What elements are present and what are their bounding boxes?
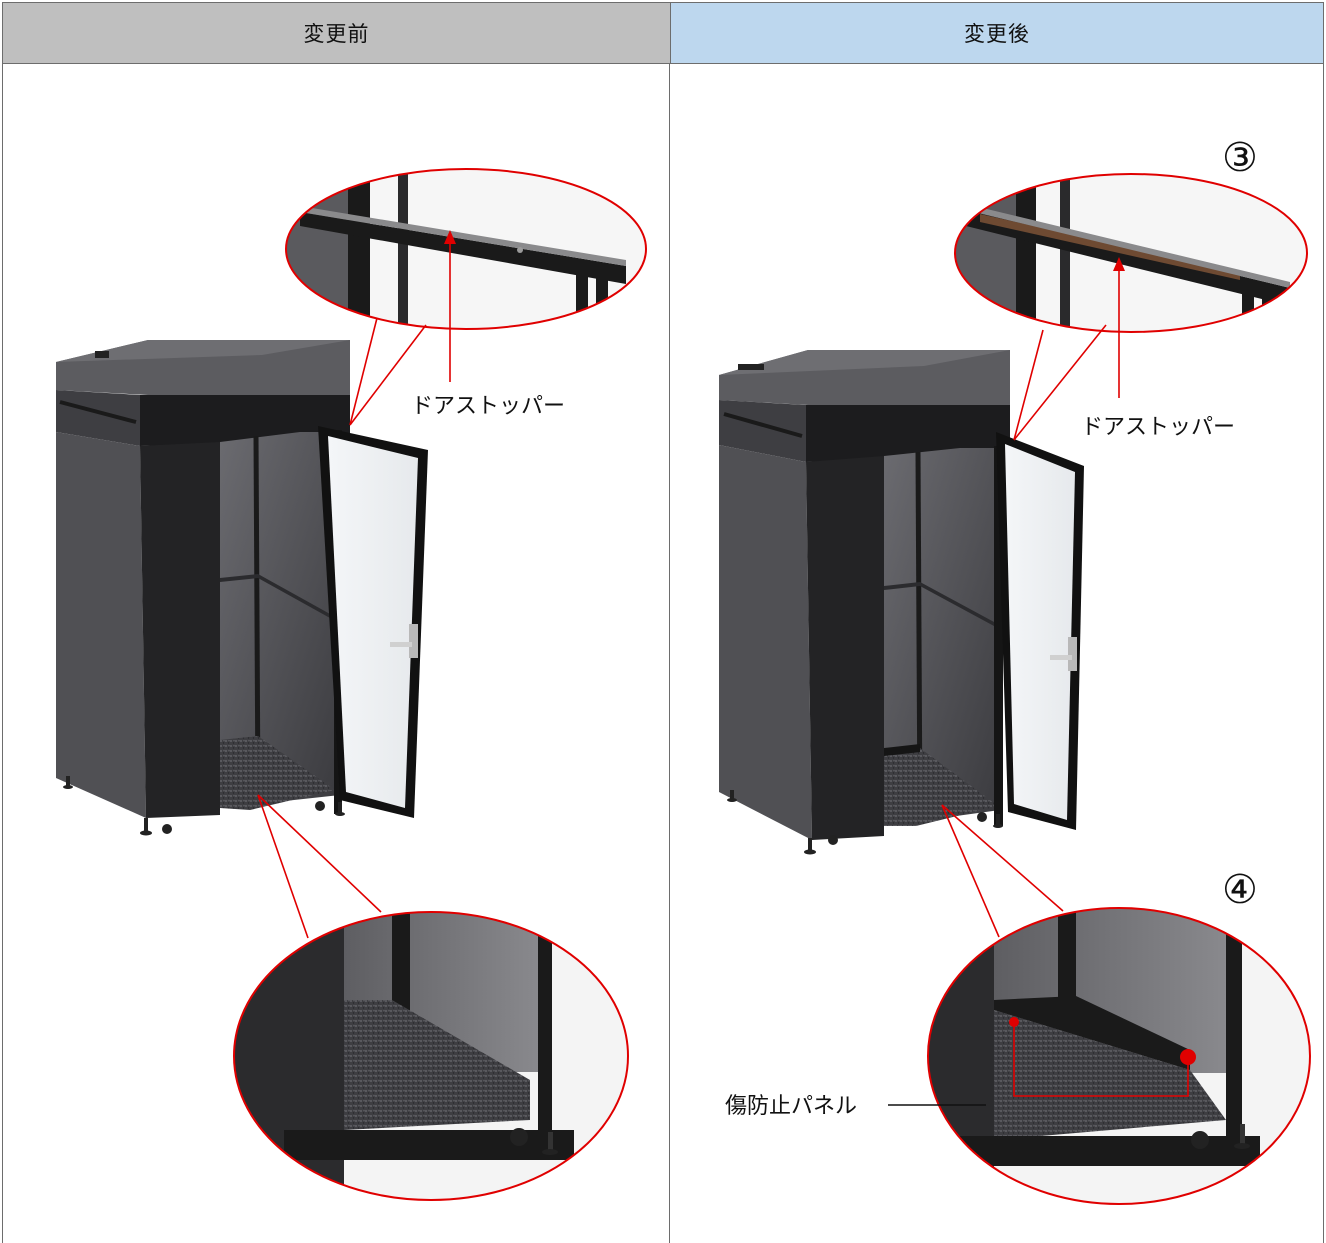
header-before: 変更前 bbox=[2, 2, 670, 64]
zoom-bottom-before bbox=[233, 911, 629, 1201]
marker-dot-left bbox=[1009, 1017, 1019, 1027]
cell-after bbox=[670, 64, 1324, 1243]
header-after: 変更後 bbox=[670, 2, 1324, 64]
protect-panel-label: 傷防止パネル bbox=[725, 1094, 857, 1119]
booth-after bbox=[719, 350, 1084, 855]
marker-dot-right bbox=[1180, 1049, 1196, 1065]
arrow-head-before bbox=[444, 230, 456, 244]
zoom-bottom-after bbox=[927, 907, 1311, 1205]
booth-before bbox=[56, 340, 428, 836]
arrow-head-after bbox=[1113, 257, 1125, 271]
callout-lines-before bbox=[257, 241, 451, 939]
door-stopper-label-after: ドアストッパー bbox=[1081, 415, 1235, 440]
marker-number-4: ④ bbox=[1222, 867, 1258, 913]
zoom-top-after bbox=[954, 173, 1308, 333]
cell-before bbox=[2, 64, 670, 1243]
door-stopper-label-before: ドアストッパー bbox=[411, 394, 565, 419]
callout-lines-after bbox=[941, 268, 1189, 1097]
marker-number-3: ③ bbox=[1222, 135, 1258, 181]
zoom-top-before bbox=[285, 168, 647, 330]
